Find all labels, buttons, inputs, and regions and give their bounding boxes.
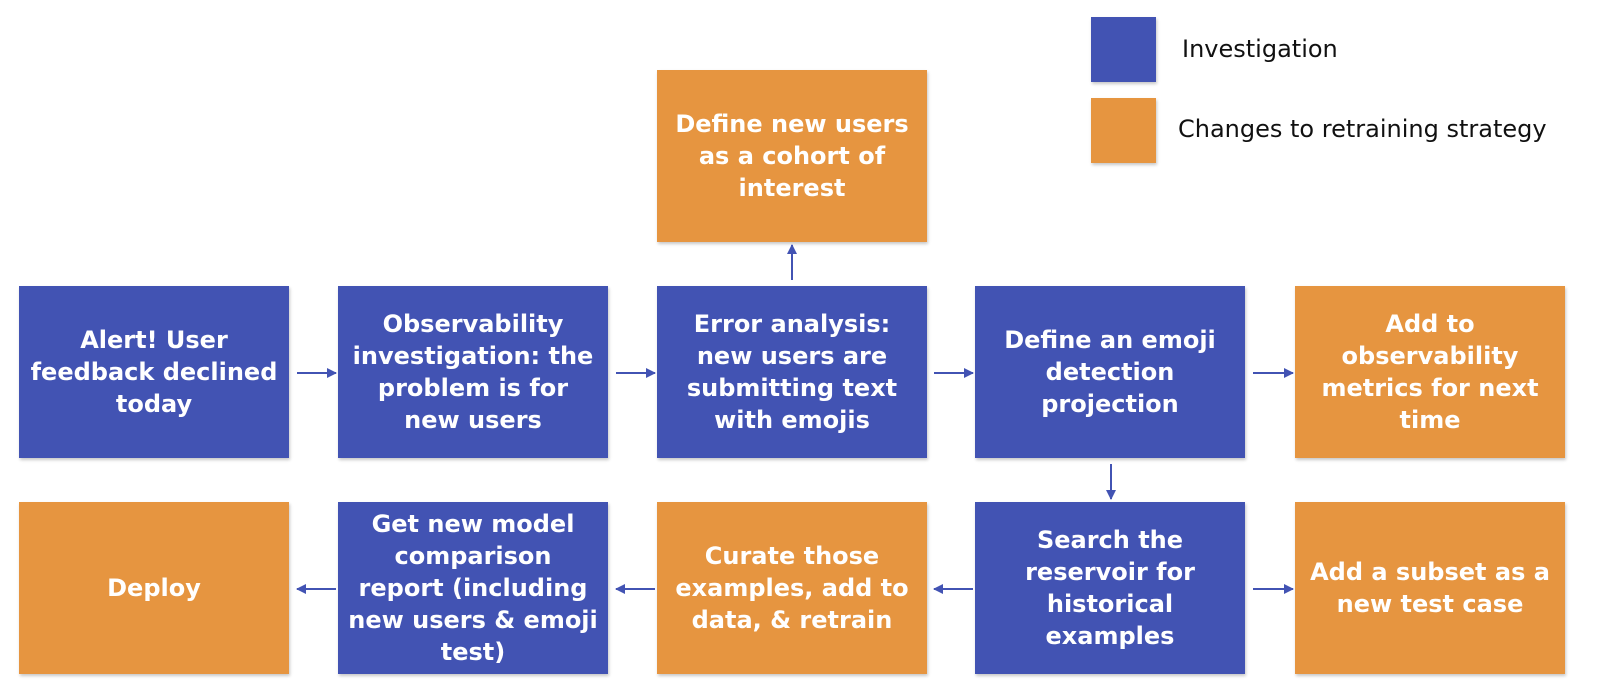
node-deploy: Deploy [19,502,289,674]
node-search-reservoir: Search the reservoir for historical exam… [975,502,1245,674]
node-model-comparison-report: Get new model comparison report (includi… [338,502,608,674]
node-add-test-case: Add a subset as a new test case [1295,502,1565,674]
legend-investigation-label: Investigation [1182,35,1338,63]
node-alert: Alert! User feedback declined today [19,286,289,458]
node-error-analysis: Error analysis: new users are submitting… [657,286,927,458]
node-curate-retrain: Curate those examples, add to data, & re… [657,502,927,674]
legend-changes-swatch [1091,98,1156,163]
node-define-cohort: Define new users as a cohort of interest [657,70,927,242]
legend-changes-label: Changes to retraining strategy [1178,115,1547,143]
node-add-observability-metrics: Add to observability metrics for next ti… [1295,286,1565,458]
node-observability-investigation: Observability investigation: the problem… [338,286,608,458]
legend-investigation-swatch [1091,17,1156,82]
node-define-emoji-projection: Define an emoji detection projection [975,286,1245,458]
